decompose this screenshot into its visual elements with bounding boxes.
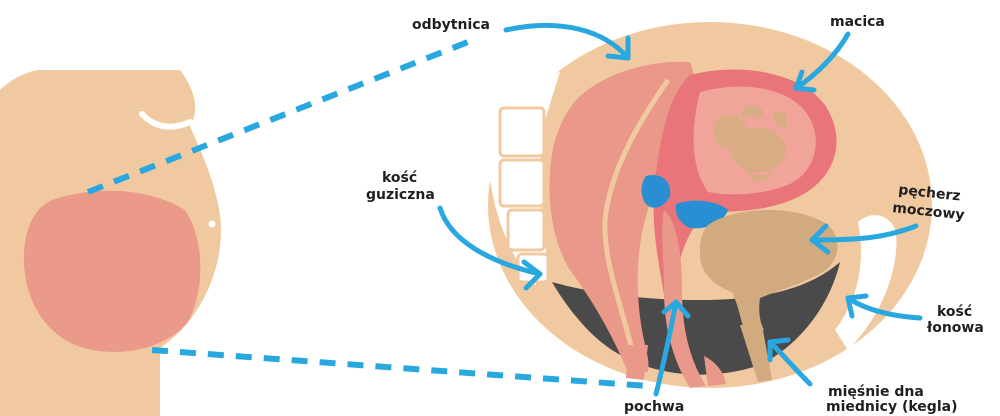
label-pelvic-floor-2: miednicy (kegla) <box>826 399 957 415</box>
label-pelvic-floor-1: mięśnie dna <box>828 384 924 400</box>
label-uterus: macica <box>830 14 885 30</box>
label-vagina: pochwa <box>624 399 684 415</box>
label-pubic-2: łonowa <box>926 320 984 336</box>
navel <box>209 221 216 228</box>
pelvic-cross-section <box>488 22 932 388</box>
connector-line-bottom <box>152 350 648 386</box>
label-coccyx-1: kość <box>382 170 417 186</box>
label-pubic-1: kość <box>937 304 972 320</box>
label-coccyx-2: guziczna <box>366 187 435 203</box>
belly-shape <box>24 191 201 352</box>
label-rectum: odbytnica <box>412 17 490 33</box>
body-silhouette <box>0 70 221 416</box>
